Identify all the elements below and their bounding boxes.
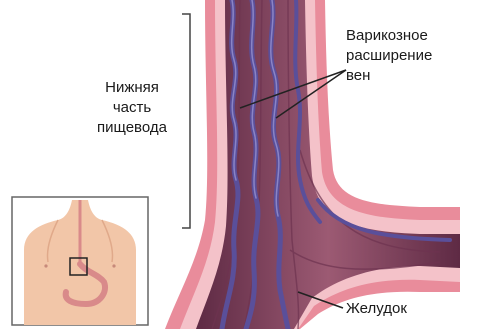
label-varicose-line-2: расширение xyxy=(346,46,476,66)
label-varicose-line-3: вен xyxy=(346,66,476,86)
bracket-line xyxy=(182,14,190,228)
label-lower-line-2: часть xyxy=(84,98,180,118)
label-lower-line-1: Нижняя xyxy=(84,78,180,98)
label-lower-line-3: пищевода xyxy=(84,118,180,138)
label-varicose-line-1: Варикозное xyxy=(346,26,476,46)
torso-thumbnail xyxy=(12,197,148,325)
label-stomach: Желудок xyxy=(346,299,407,319)
label-varicose-veins: Варикозное расширение вен xyxy=(346,26,476,86)
label-lower-esophagus: Нижняя часть пищевода xyxy=(84,78,180,138)
